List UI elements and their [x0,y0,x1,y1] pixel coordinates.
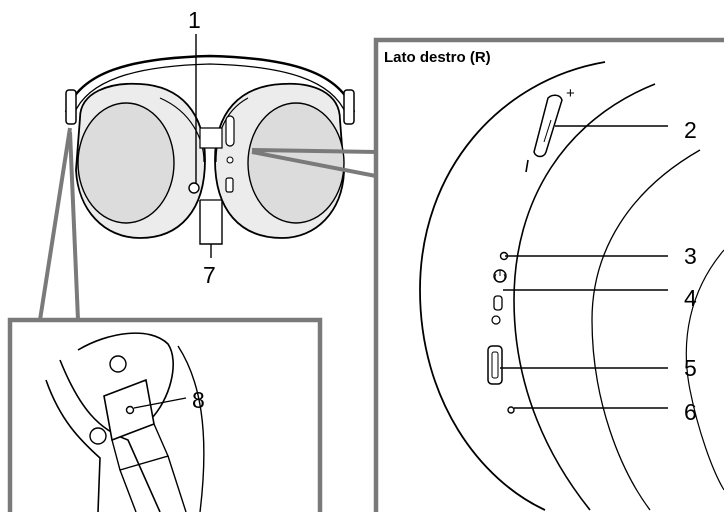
right-cup-button [226,156,234,164]
right-cup-volume [225,115,235,147]
headphones-overview: 1 7 [64,7,356,288]
slider-screw-bottom [89,427,107,445]
right-slider [343,89,355,125]
volume-rocker: + [525,85,575,173]
callout-6-label: 6 [684,399,697,425]
zoom-connector-bl-2 [68,131,80,321]
callout-1-label: 1 [188,7,201,33]
microphone-hole [507,406,515,414]
left-control-button [188,182,200,194]
headband-inner [73,63,347,115]
cup-inner-edge [591,149,701,511]
proximity-sensor [125,405,135,415]
cup-outer-rim [685,249,724,491]
right-driver [247,102,345,224]
power-button [493,269,507,283]
zoom-connector-bl-1 [38,127,72,321]
indicator-slot [493,295,503,311]
callout-3-label: 3 [684,243,697,269]
callout-2-label: 2 [684,117,697,143]
callout-7-bracket [199,200,223,245]
center-hinge [199,127,223,149]
left-ear-cup [75,82,206,239]
callout-7-label: 7 [203,262,216,288]
bottom-left-panel-frame [7,317,323,512]
callout-8-leader [133,397,187,409]
panel-title: Lato destro (R) [384,49,491,66]
left-driver [77,102,175,224]
right-ear-cup [214,82,345,239]
callout-5-label: 5 [684,355,697,381]
slider-band [45,379,101,512]
right-side-panel: Lato destro (R) + 2 3 4 [251,37,724,512]
cup-shell-edge [513,83,656,511]
left-slider [65,89,77,125]
bluetooth-icon [491,315,501,325]
cushion-outer-edge [419,61,606,511]
slider-screw-top [109,355,127,373]
volume-plus-icon: + [566,85,575,102]
callout-4-label: 4 [684,285,697,311]
callout-8-label: 8 [192,387,205,413]
right-cup-port [225,177,234,193]
volume-minus-icon [525,159,529,173]
bottom-left-panel: 8 [7,127,323,512]
right-panel-frame [373,37,724,512]
headband [64,54,356,113]
